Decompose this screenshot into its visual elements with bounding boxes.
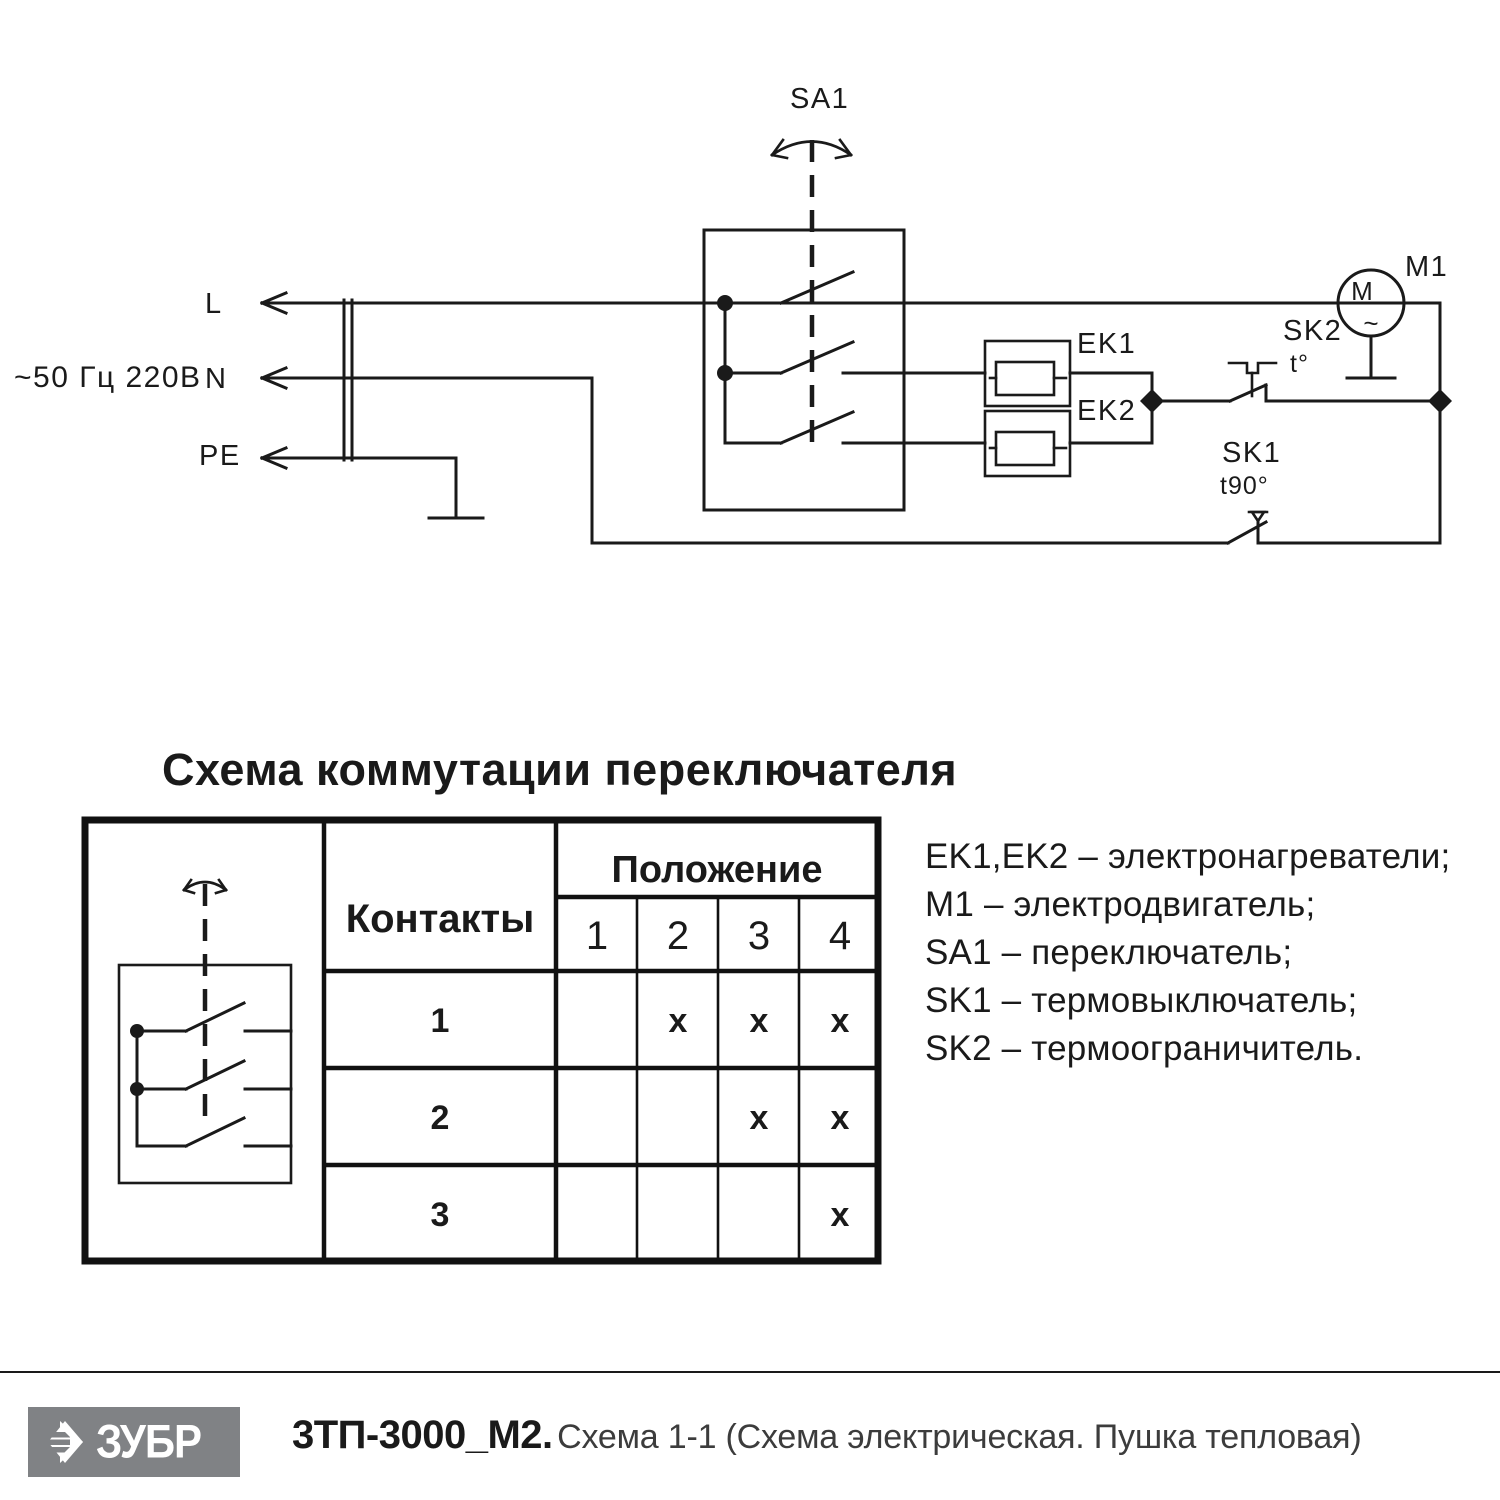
heater-ek2-group: EK2 — [983, 395, 1154, 478]
brand-wordmark: ЗУБР — [96, 1415, 202, 1468]
legend-line-4: SK1 – термовыключатель; — [925, 981, 1357, 1020]
wire-line-n — [260, 376, 594, 545]
terminal-label-pe: PE — [199, 440, 241, 472]
motor-symbol-letter: M — [1351, 276, 1373, 306]
sk2-bimetal-bracket — [1227, 361, 1278, 375]
motor-m1-group: M ~ M1 — [1336, 251, 1448, 403]
wire-line-pe — [260, 456, 458, 520]
table-row1-cell4: x — [831, 1002, 850, 1040]
table-row: 2 x x — [431, 1099, 850, 1137]
table-symbol-node1 — [130, 1024, 144, 1038]
footer: ЗУБР 3ТП-3000_М2. Схема 1-1 (Схема элект… — [0, 1385, 1500, 1500]
switch-sa1-group[interactable]: SA1 — [702, 83, 1442, 512]
switch-enclosure — [702, 228, 906, 512]
table-row1-cell3: x — [750, 1002, 769, 1040]
sk2-out — [1264, 383, 1442, 403]
legend-line-1: EK1,EK2 – электронагреватели; — [925, 837, 1450, 876]
power-source-group: ~50 Гц 220В L N PE — [14, 288, 1442, 545]
table-symbol-arrow-lb — [182, 888, 196, 895]
sk1-blade — [1225, 519, 1269, 546]
footer-caption: 3ТП-3000_М2. Схема 1-1 (Схема электричес… — [292, 1413, 1362, 1458]
heater-ek1-group: EK1 — [983, 328, 1154, 408]
table-symbol-arc — [182, 880, 228, 892]
table-position-2: 2 — [667, 914, 689, 958]
motor-symbol-ac: ~ — [1363, 308, 1378, 338]
table-row: 3 x — [431, 1196, 850, 1234]
switch-label-sa1: SA1 — [790, 83, 849, 115]
brand-logo: ЗУБР — [28, 1407, 240, 1477]
sk2-blade — [1228, 383, 1268, 403]
actuator-arrow-right-b — [834, 153, 853, 160]
footer-description: Схема 1-1 (Схема электрическая. Пушка те… — [557, 1418, 1362, 1456]
switch-temp-sk1: t90° — [1220, 472, 1269, 500]
motor-label-m1: M1 — [1405, 251, 1448, 283]
table-outer-border — [81, 816, 882, 1265]
switch-node-1 — [717, 295, 733, 311]
table-symbol-arrow-ra — [217, 878, 228, 892]
sk1-bimetal-tip — [1249, 510, 1267, 524]
terminal-label-n: N — [205, 363, 227, 395]
legend-line-3: SA1 – переключатель; — [925, 933, 1292, 972]
terminal-arrows — [260, 291, 288, 470]
table-title: Схема коммутации переключателя — [162, 744, 957, 795]
switch-label-sk2: SK2 — [1283, 315, 1342, 347]
table-switch-symbol — [117, 878, 293, 1185]
actuator-arrow-left-b — [770, 153, 789, 160]
legend: EK1,EK2 – электронагреватели; M1 – элект… — [925, 837, 1450, 1068]
wire-sk1-to-rail — [1256, 399, 1442, 545]
switch-pole3-blade — [779, 410, 855, 445]
switch-label-sk1: SK1 — [1222, 437, 1281, 469]
switch-pole2-blade — [779, 340, 855, 375]
table-symbol-p3-blade — [183, 1115, 247, 1149]
table-symbol-p1-blade — [183, 1000, 247, 1034]
actuator-arrow-left-a — [770, 138, 785, 157]
table-row1-cell2: x — [669, 1002, 688, 1040]
table-header-position: Положение — [612, 849, 823, 891]
actuator-arrow-right-a — [838, 138, 853, 157]
table-symbol-arrow-la — [182, 878, 193, 892]
heater-label-ek1: EK1 — [1077, 328, 1136, 360]
commutation-table: Контакты Положение 1 2 3 4 1 x x x 2 x x — [81, 816, 882, 1265]
table-symbol-arrow-rb — [214, 888, 228, 895]
heater-label-ek2: EK2 — [1077, 395, 1136, 427]
table-row2-cell4: x — [831, 1099, 850, 1137]
table-position-1: 1 — [586, 914, 608, 958]
footer-divider — [0, 1371, 1500, 1373]
table-symbol-node2 — [130, 1082, 144, 1096]
heater-ek1-inner — [994, 360, 1056, 397]
switch-pole1-blade — [779, 270, 855, 305]
switch-sk1-group[interactable]: SK1 t90° — [590, 399, 1442, 546]
wire-ek2-out — [1068, 399, 1154, 445]
table-position-3: 3 — [748, 914, 770, 958]
table-row2-contact: 2 — [431, 1099, 450, 1137]
switch-sk2-group[interactable]: SK2 t° — [1227, 315, 1442, 403]
table-header-contacts: Контакты — [346, 897, 535, 941]
legend-line-2: M1 – электродвигатель; — [925, 885, 1315, 924]
table-row2-cell3: x — [750, 1099, 769, 1137]
table-row3-contact: 3 — [431, 1196, 450, 1234]
table-symbol-p2-blade — [183, 1058, 247, 1092]
zubr-arrow-icon — [42, 1419, 86, 1465]
legend-line-5: SK2 – термоограничитель. — [925, 1029, 1363, 1068]
table-row: 1 x x x — [431, 1002, 850, 1040]
footer-model: 3ТП-3000_М2. — [292, 1413, 553, 1457]
motor-right-lead — [1402, 301, 1442, 403]
table-symbol-enclosure — [117, 963, 293, 1185]
source-label: ~50 Гц 220В — [14, 361, 202, 394]
table-row3-cell4: x — [831, 1196, 850, 1234]
switch-temp-sk2: t° — [1290, 350, 1309, 378]
table-row1-contact: 1 — [431, 1002, 450, 1040]
table-position-4: 4 — [829, 914, 851, 958]
heater-ek2-inner — [994, 430, 1056, 467]
switch-node-2 — [717, 365, 733, 381]
terminal-label-l: L — [205, 288, 223, 320]
